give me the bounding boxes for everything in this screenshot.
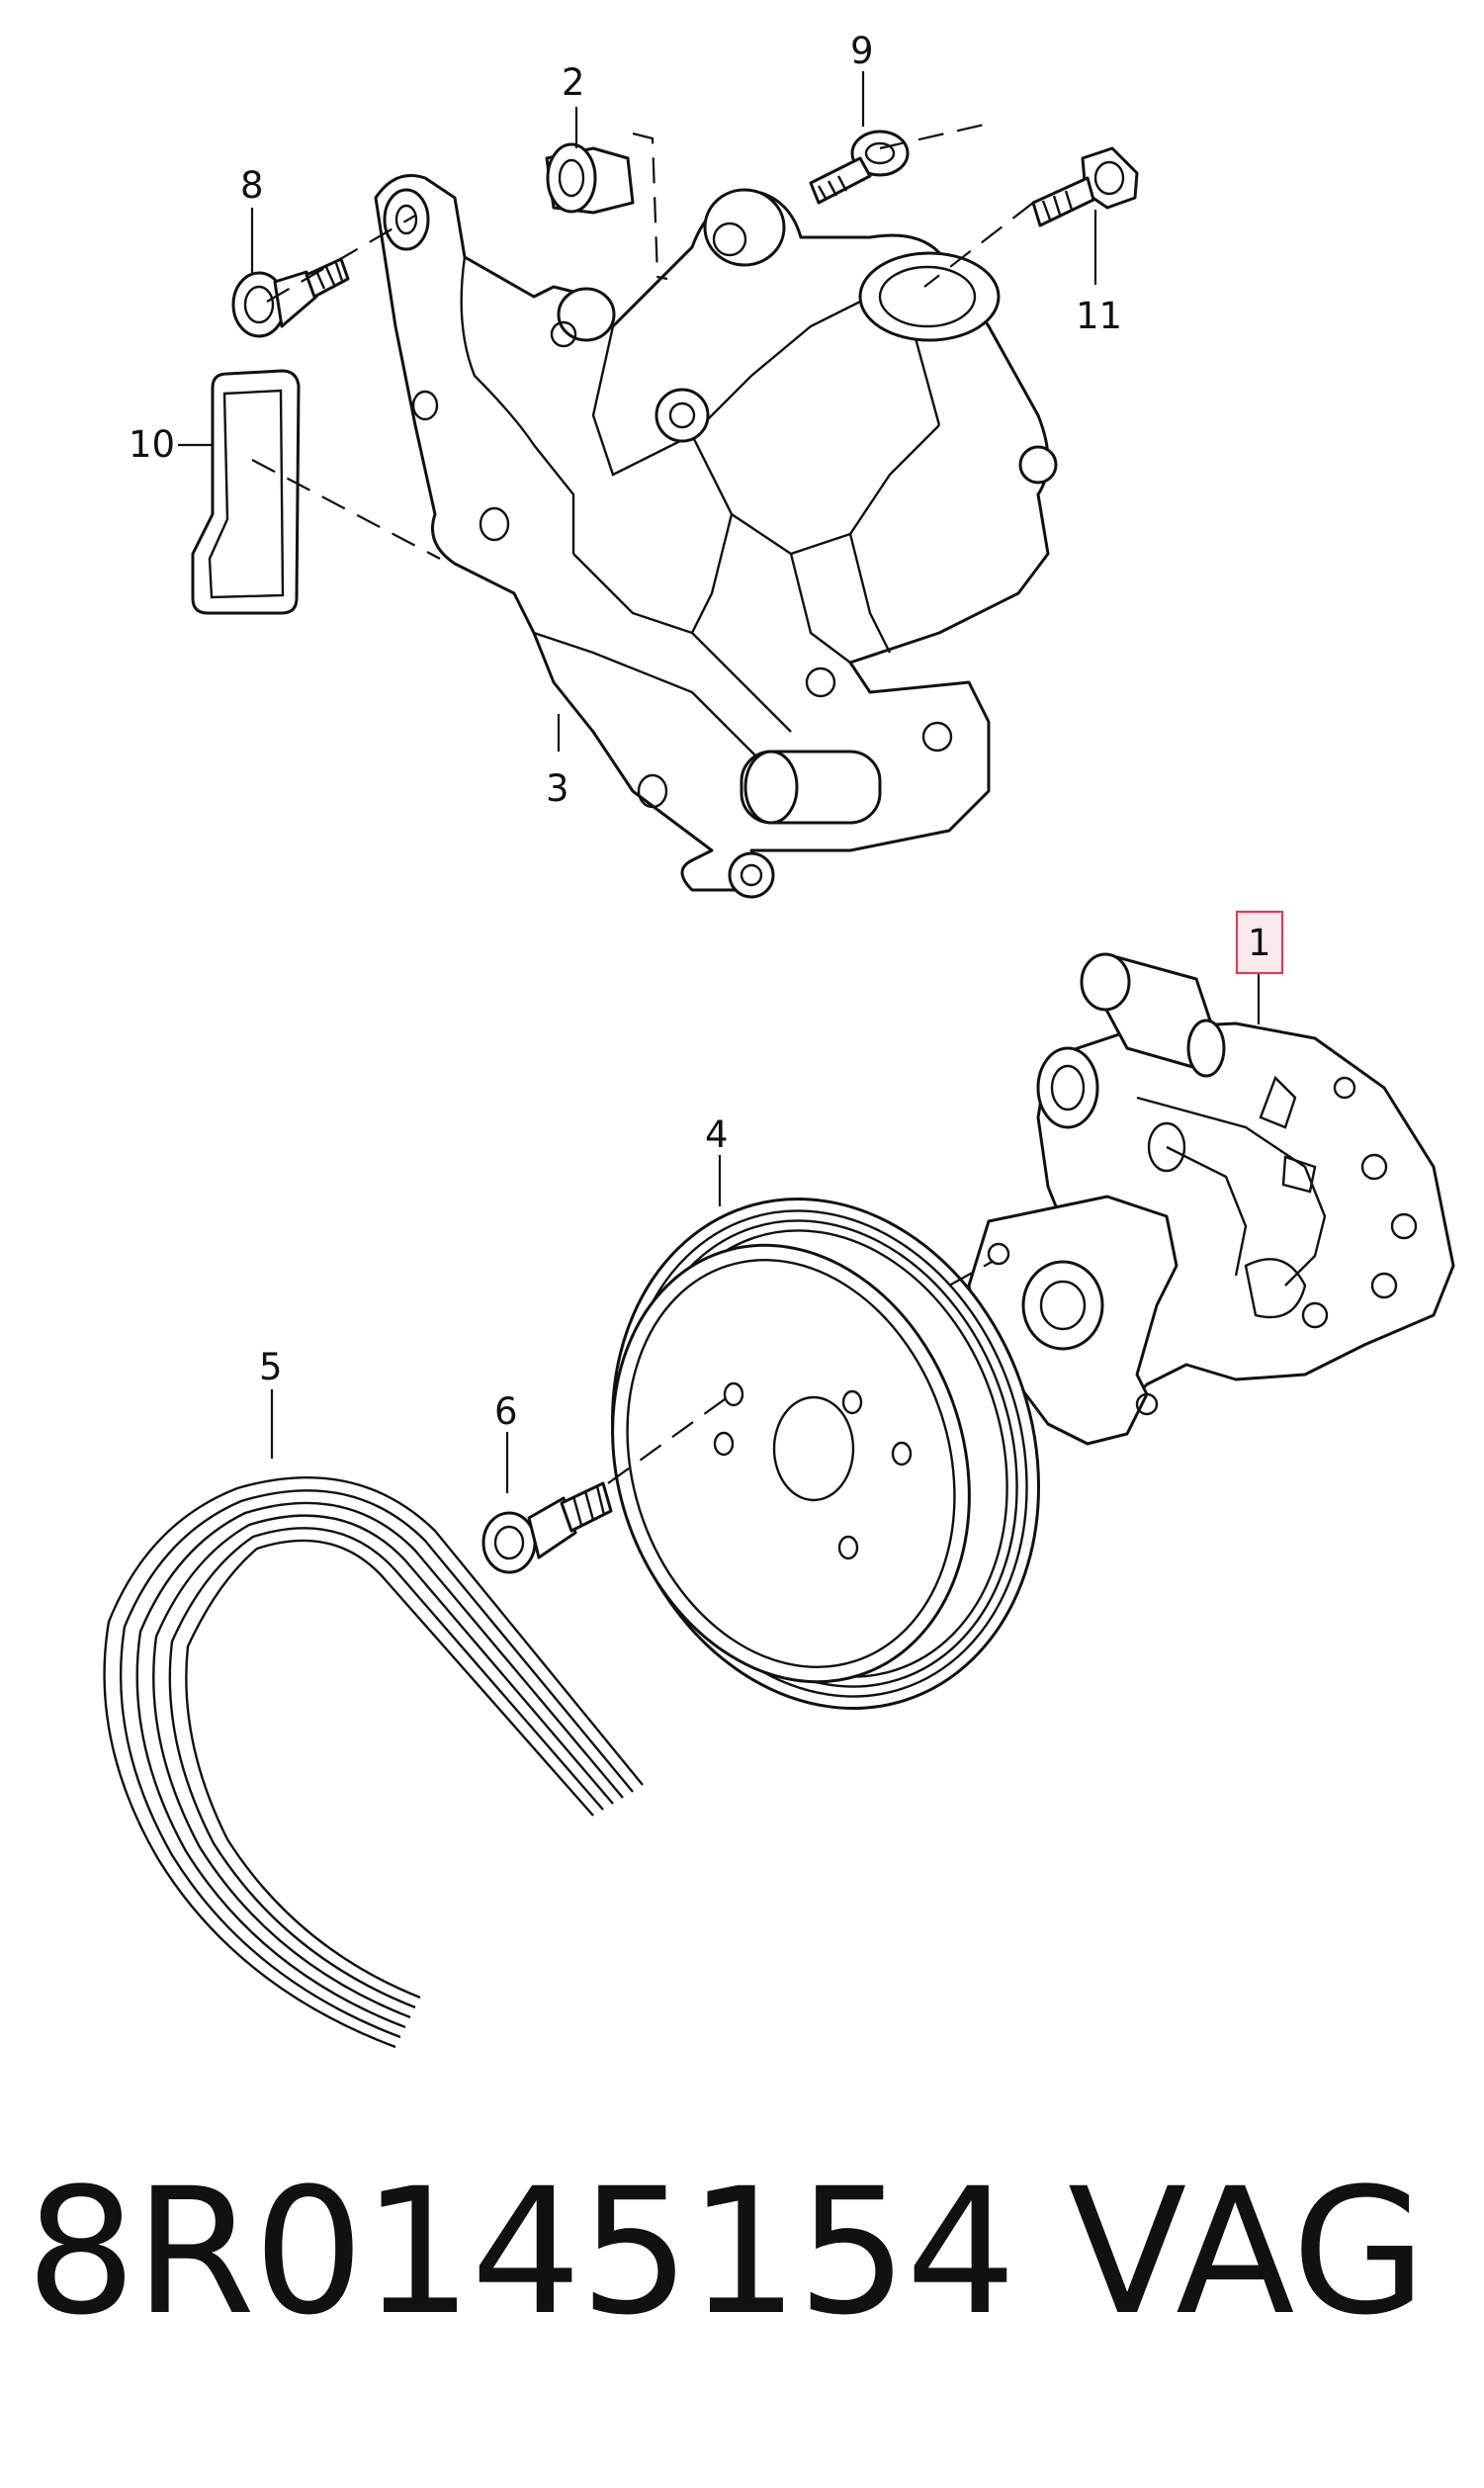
callout-1-highlight <box>1235 910 1284 975</box>
callout-2: 2 <box>562 61 585 104</box>
bolt-6-part <box>481 1481 613 1574</box>
callout-8: 8 <box>240 164 264 207</box>
bolt-9-part <box>809 130 910 205</box>
callout-4: 4 <box>705 1113 729 1156</box>
power-steering-pump-part <box>967 952 1455 1446</box>
callout-5: 5 <box>259 1346 283 1388</box>
callout-3: 3 <box>546 767 569 810</box>
brand-label: VAG <box>1068 2151 1427 2354</box>
footer: 8R0145154 VAG <box>0 2124 1484 2381</box>
callout-labels: 1 2 3 4 5 6 8 9 10 11 <box>129 30 1284 1433</box>
callout-1: 1 <box>1248 922 1271 964</box>
callout-6: 6 <box>494 1390 518 1433</box>
mounting-bracket-part <box>374 174 1058 899</box>
bolt-8-part <box>231 257 350 338</box>
leader-lines <box>178 71 1261 1493</box>
callout-10: 10 <box>129 423 175 466</box>
bushing-part <box>545 142 635 215</box>
poly-v-belt-part <box>103 1475 644 2049</box>
callout-11: 11 <box>1076 295 1122 337</box>
part-number: 8R0145154 <box>26 2151 1016 2354</box>
gasket-part <box>191 369 301 615</box>
bolt-11-part <box>1031 146 1139 227</box>
pulley-part <box>610 1198 1041 1710</box>
callout-9: 9 <box>850 30 874 72</box>
